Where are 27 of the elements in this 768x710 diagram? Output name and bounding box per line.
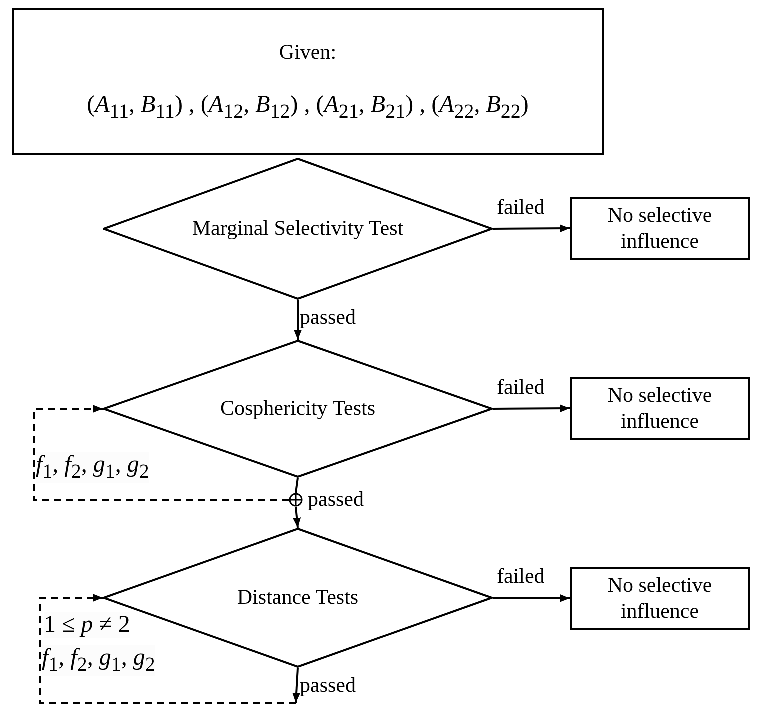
decision-text: Cosphericity Tests <box>220 396 376 422</box>
connector-line <box>295 478 299 494</box>
arrow <box>493 594 570 602</box>
edge-label: passed <box>308 488 364 512</box>
decision-text: Distance Tests <box>237 585 359 611</box>
junction-circle <box>289 493 303 507</box>
result-text: No selective influence <box>606 203 714 254</box>
decision-diamond <box>103 158 493 300</box>
process-box <box>570 377 750 440</box>
edge-label: passed <box>300 306 356 330</box>
decision-diamond <box>103 340 493 478</box>
arrow <box>493 224 570 233</box>
process-box <box>12 8 604 155</box>
arrow <box>292 668 301 704</box>
arrow <box>294 300 302 340</box>
decision-text: Marginal Selectivity Test <box>192 216 404 242</box>
result-text: No selective influence <box>606 383 714 434</box>
process-box <box>570 197 750 260</box>
dashed-arrow <box>33 405 289 501</box>
arrow <box>493 404 570 413</box>
result-text: No selective influence <box>606 573 714 624</box>
process-box <box>570 567 750 630</box>
dashed-arrow <box>39 594 296 704</box>
formula-text: (A$_{11}$, B$_{11}$) , (A$_{12}$, B$_{12}$) , (A$_{21}$, B$_{21}$) , (A$_{22}$, B$_{22}$) <box>87 90 529 124</box>
heading-text: Given: <box>279 40 337 65</box>
edge-label: passed <box>300 674 356 698</box>
arrow <box>293 506 302 528</box>
